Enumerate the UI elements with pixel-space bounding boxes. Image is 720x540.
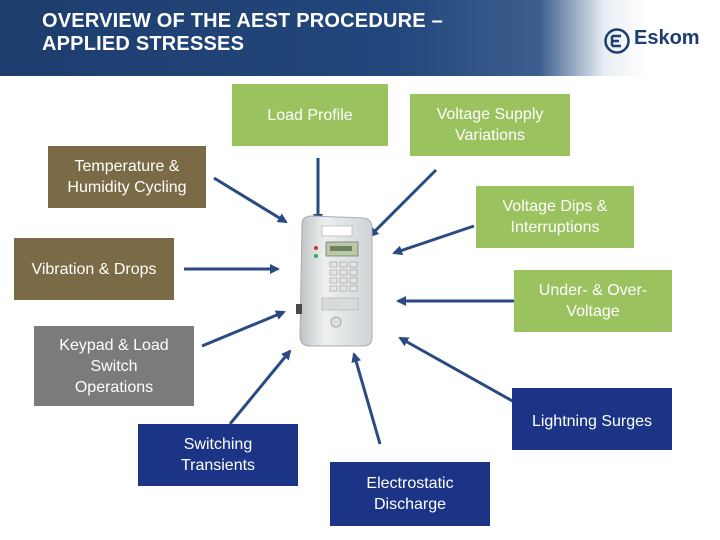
eskom-logo-icon xyxy=(604,28,630,54)
stress-voltage-dips: Voltage Dips & Interruptions xyxy=(476,186,634,248)
electrostatic-line-2: Discharge xyxy=(373,496,447,513)
eskom-logo: Eskom xyxy=(604,26,714,54)
stress-switching-transients: Switching Transients xyxy=(138,424,298,486)
under-over-line-2: Voltage xyxy=(566,303,620,320)
stress-temperature-humidity: Temperature & Humidity Cycling xyxy=(48,146,206,208)
keypad-line-1: Keypad & Load xyxy=(59,336,169,354)
stress-load-profile: Load Profile xyxy=(232,84,388,146)
temperature-line-2: Humidity Cycling xyxy=(67,179,187,196)
stress-voltage-supply: Voltage Supply Variations xyxy=(410,94,570,156)
lightning-label: Lightning Surges xyxy=(531,413,653,430)
voltage-dips-line-2: Interruptions xyxy=(510,219,600,236)
arrow-electrostatic xyxy=(351,352,382,445)
stress-electrostatic-discharge: Electrostatic Discharge xyxy=(330,462,490,526)
keypad-line-2: Switch xyxy=(90,357,138,375)
arrow-keypad xyxy=(201,310,286,348)
vibration-label: Vibration & Drops xyxy=(31,260,157,278)
stress-under-over-voltage: Under- & Over- Voltage xyxy=(514,270,672,332)
electricity-meter-image xyxy=(296,215,373,347)
switching-line-2: Transients xyxy=(180,457,256,474)
arrow-switching xyxy=(228,349,292,425)
switching-line-1: Switching xyxy=(183,436,253,453)
electrostatic-line-1: Electrostatic xyxy=(366,475,454,492)
voltage-supply-line-2: Variations xyxy=(455,127,525,144)
stress-lightning-surges: Lightning Surges xyxy=(512,388,672,450)
title-banner: OVERVIEW OF THE AEST PROCEDURE – APPLIED… xyxy=(0,0,720,76)
arrow-lightning xyxy=(398,336,517,405)
temperature-line-1: Temperature & xyxy=(74,158,180,175)
load-profile-label: Load Profile xyxy=(267,106,353,124)
voltage-supply-line-1: Voltage Supply xyxy=(436,106,544,123)
title-line-2: APPLIED STRESSES xyxy=(42,33,245,55)
under-over-line-1: Under- & Over- xyxy=(538,282,648,299)
voltage-dips-line-1: Voltage Dips & xyxy=(502,198,608,215)
slide-title: OVERVIEW OF THE AEST PROCEDURE – APPLIED… xyxy=(42,10,562,56)
stress-keypad-load-switch: Keypad & Load Switch Operations xyxy=(34,326,194,406)
title-line-1: OVERVIEW OF THE AEST PROCEDURE – xyxy=(42,10,443,32)
stress-vibration-drops: Vibration & Drops xyxy=(14,238,174,300)
arrow-voltage-dips xyxy=(392,224,475,256)
keypad-line-3: Operations xyxy=(74,378,154,396)
arrow-temperature xyxy=(213,176,288,224)
logo-text: Eskom xyxy=(634,27,700,49)
arrow-voltage-supply xyxy=(368,168,438,238)
